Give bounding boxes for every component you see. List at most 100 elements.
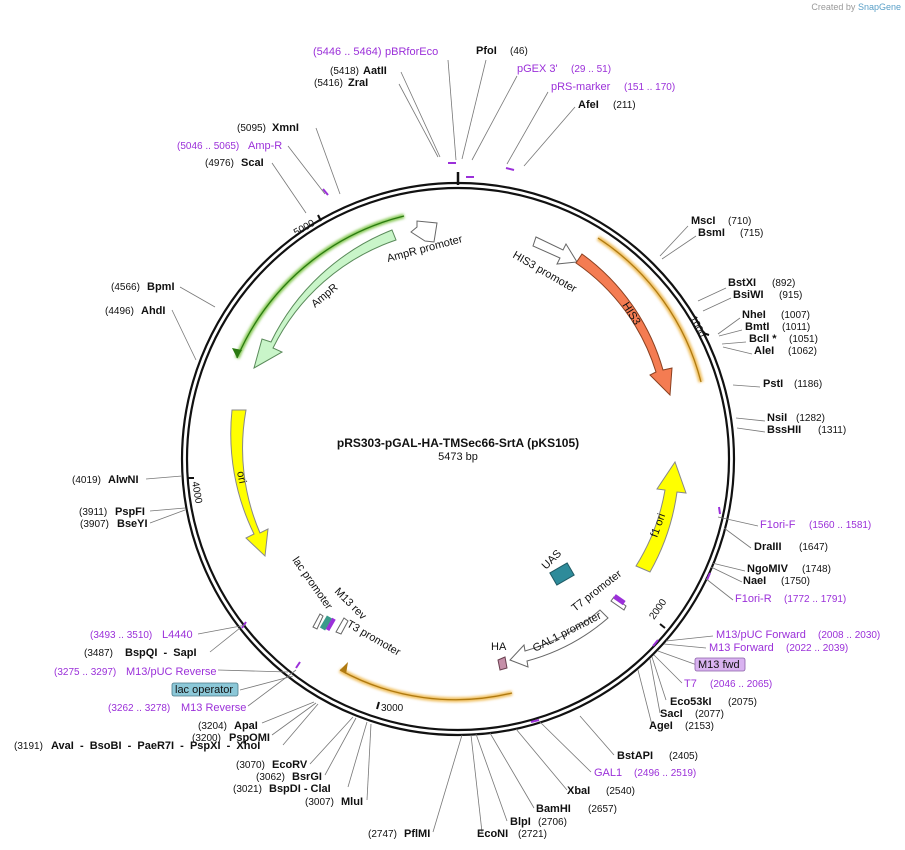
leader-eco53ki xyxy=(651,656,667,701)
f1ori-r-label: F1ori-R xyxy=(735,593,772,605)
t3-promoter-label: T3 promoter xyxy=(345,618,403,659)
leader-ecorv xyxy=(309,716,354,765)
leader-bstapi xyxy=(579,715,615,756)
tick-2000-mark xyxy=(659,623,666,629)
leader-lines xyxy=(145,59,766,833)
bstxi-pos: (892) xyxy=(772,278,795,289)
tick-5000-mark xyxy=(317,214,322,222)
leader-m13puc-forward xyxy=(665,635,714,642)
msci-label: MscI xyxy=(691,215,715,227)
credit-prefix: Created by xyxy=(811,2,856,12)
orf-bottom-head xyxy=(340,662,348,674)
xmni-pos: (5095) xyxy=(237,123,266,134)
xbai-pos: (2540) xyxy=(606,786,635,797)
his3-orf-arc xyxy=(597,237,702,383)
pflmi-pos: (2747) xyxy=(368,829,397,840)
orf-bottom-arc xyxy=(339,669,513,701)
naei-pos: (1750) xyxy=(781,576,810,587)
mlui-label: MluI xyxy=(341,796,363,808)
uas-box xyxy=(549,562,575,586)
pgex3-range: (29 .. 51) xyxy=(571,64,611,75)
tick-1000-mark xyxy=(702,332,710,336)
leader-clai xyxy=(347,721,368,788)
leader-bstxi xyxy=(697,287,727,302)
leader-afei xyxy=(523,106,576,167)
xbai-label: XbaI xyxy=(567,785,590,797)
ha-label: HA xyxy=(491,641,507,653)
ampr-arrow xyxy=(253,229,397,370)
leader-t7 xyxy=(653,654,683,684)
prs-marker-mark xyxy=(505,167,515,171)
leader-mlui xyxy=(366,723,372,801)
agei-pos: (2153) xyxy=(685,721,714,732)
bpmi-pos: (4566) xyxy=(111,282,140,293)
scai-pos: (4976) xyxy=(205,158,234,169)
gal1-label: GAL1 xyxy=(594,767,622,779)
pflmi-label: PflMI xyxy=(404,828,430,840)
ampr-promoter-arrow xyxy=(410,220,438,243)
leader-prs-marker xyxy=(506,91,549,165)
credit-brand: SnapGene xyxy=(857,2,901,12)
leader-bsiwi xyxy=(702,297,732,312)
leader-m13-reverse xyxy=(247,669,297,707)
f1ori-r-mark xyxy=(706,572,711,581)
draiii-label: DraIII xyxy=(754,541,782,553)
aatii-label: AatII xyxy=(363,65,387,77)
leader-psti xyxy=(732,384,761,388)
m13-reverse-mark xyxy=(295,661,301,669)
m13-forward-label: M13 Forward xyxy=(709,642,774,654)
pbrforeco-range: (5446 .. 5464) xyxy=(313,46,382,58)
bsshii-pos: (1311) xyxy=(818,425,846,436)
tick-3000-mark xyxy=(376,701,380,710)
bpmi-label: BpmI xyxy=(147,281,175,293)
leader-m13-fwd xyxy=(657,650,698,666)
labels-bottom-left: (2747) PflMI (3007) MluI (3021) BspDI - … xyxy=(14,281,430,840)
t7-label: T7 xyxy=(684,678,697,690)
alei-pos: (1062) xyxy=(788,346,817,357)
tick-4000: 4000 xyxy=(189,481,204,505)
ngomiv-label: NgoMIV xyxy=(747,563,789,575)
ticks: 1000 2000 3000 4000 5000 xyxy=(187,214,710,714)
bsmi-label: BsmI xyxy=(698,227,725,239)
draiii-pos: (1647) xyxy=(799,542,828,553)
his3-arrow xyxy=(575,253,673,397)
ngomiv-pos: (1748) xyxy=(802,564,831,575)
nsii-pos: (1282) xyxy=(796,413,825,424)
l4440-label: L4440 xyxy=(162,629,193,641)
afei-label: AfeI xyxy=(578,99,599,111)
m13puc-forward-range: (2008 .. 2030) xyxy=(818,630,880,641)
leader-pspfi xyxy=(149,507,186,512)
leader-aatii xyxy=(400,71,441,158)
labels-right: MscI (710) BsmI (715) BstXI (892) BsiWI … xyxy=(691,215,871,605)
gal1-promoter-label: GAL1 promoter xyxy=(531,610,604,655)
plasmid-name: pRS303-pGAL-HA-TMSec66-SrtA (pKS105) xyxy=(337,436,579,450)
lac-operator-mark xyxy=(319,615,333,631)
his3-promoter-arrow xyxy=(532,236,578,265)
bspdi-pos: (3021) xyxy=(233,784,262,795)
pspomi-pos: (3200) xyxy=(192,733,221,744)
alei-label: AleI xyxy=(754,345,774,357)
leader-alei xyxy=(722,346,753,355)
amp-r-mark xyxy=(322,188,329,196)
leader-bcli xyxy=(721,341,747,345)
afei-pos: (211) xyxy=(613,100,636,111)
eco53ki-pos: (2075) xyxy=(728,697,757,708)
bcli-pos: (1051) xyxy=(789,334,818,345)
leader-draiii xyxy=(723,527,752,549)
tick-3000: 3000 xyxy=(381,703,404,714)
nhei-pos: (1007) xyxy=(781,310,810,321)
bamhi-label: BamHI xyxy=(536,803,571,815)
m13puc-reverse-label: M13/pUC Reverse xyxy=(126,666,216,678)
apai-label: ApaI xyxy=(234,720,258,732)
bsiwi-pos: (915) xyxy=(779,290,802,301)
leader-bpmi xyxy=(179,286,216,308)
lac-operator-box xyxy=(171,682,239,697)
f1ori-f-mark xyxy=(718,506,721,515)
leader-sapi xyxy=(209,627,241,653)
leader-pgex3 xyxy=(471,75,518,161)
leader-scai xyxy=(271,162,307,214)
lac-operator-label: lac operator xyxy=(175,684,233,696)
leader-f1ori-r xyxy=(704,577,734,601)
m13puc-reverse-range: (3275 .. 3297) xyxy=(54,667,116,678)
f1ori-r-range: (1772 .. 1791) xyxy=(784,594,846,605)
